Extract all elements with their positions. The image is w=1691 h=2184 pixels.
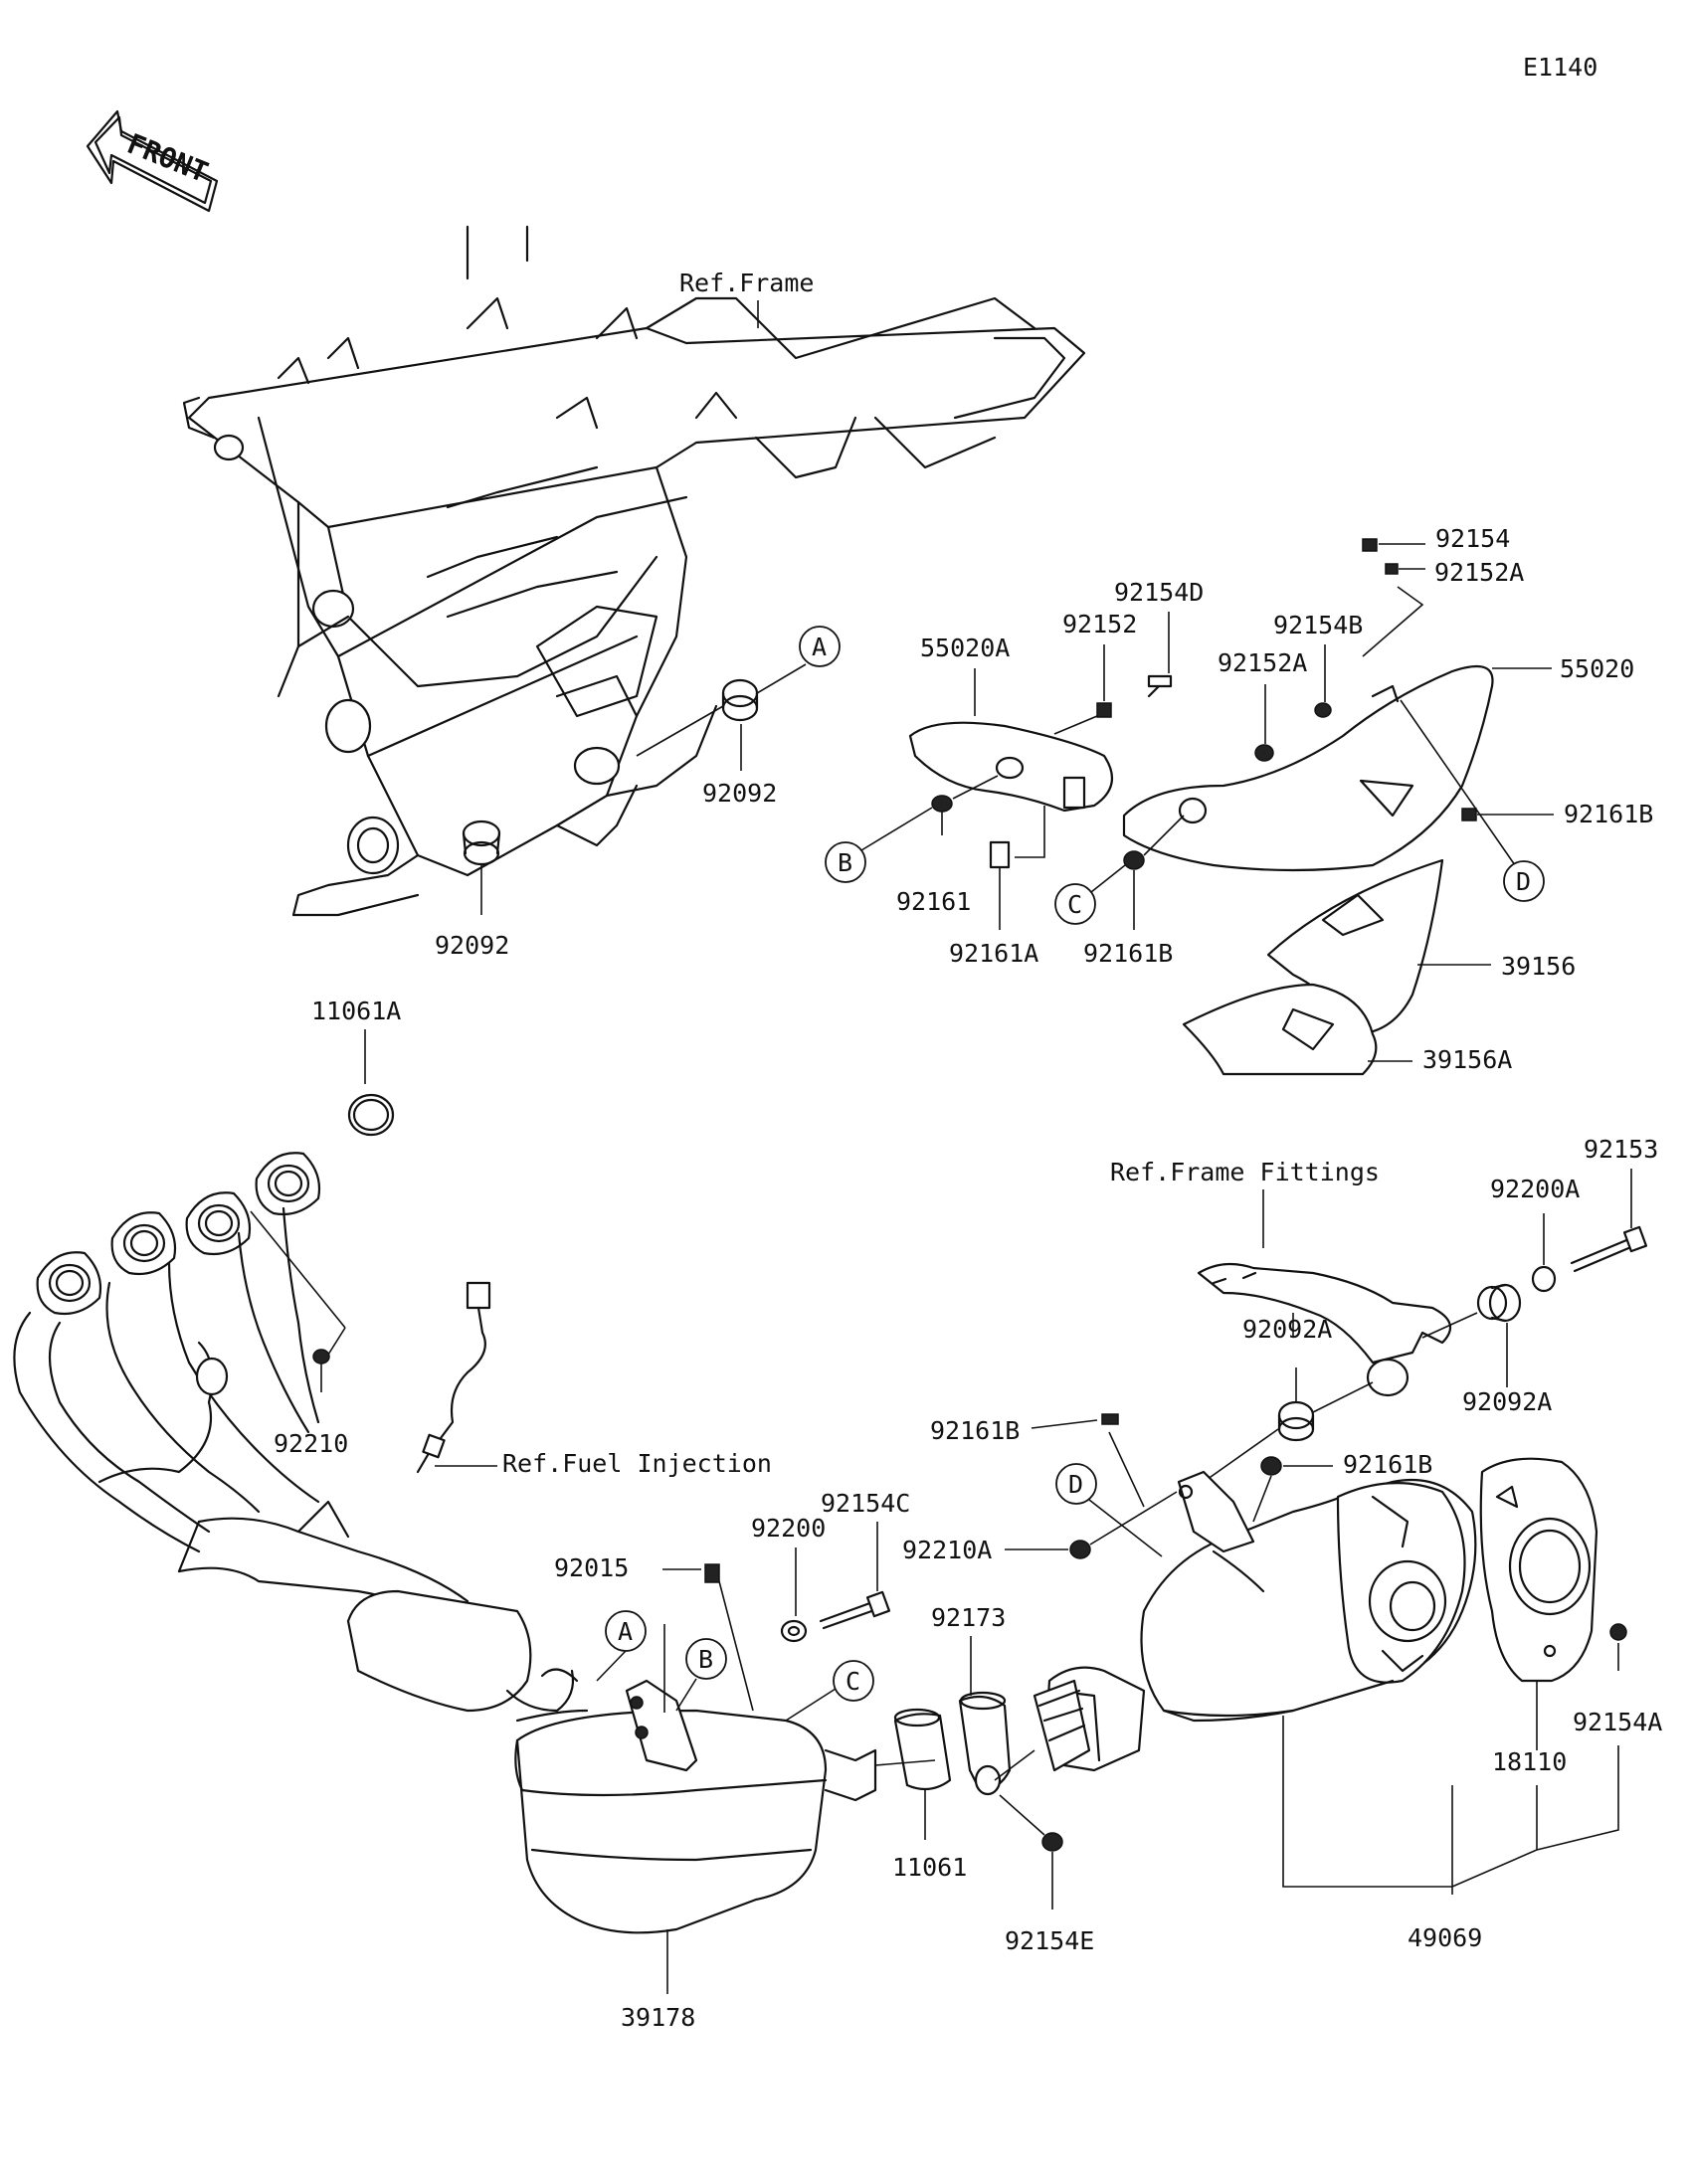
callout-d-upper — [1503, 860, 1545, 902]
diagram-code: E1140 — [1523, 53, 1597, 82]
part-11061A: 11061A — [311, 997, 401, 1025]
callout-d-lower — [1055, 1463, 1097, 1505]
part-55020A: 55020A — [920, 634, 1010, 662]
bolt-92154E-icon — [1041, 1832, 1063, 1852]
frame-fittings-bracket — [1197, 1262, 1452, 1397]
washer-92200-icon — [780, 1619, 808, 1643]
part-92161: 92161 — [896, 887, 971, 916]
heat-guard-55020 — [1122, 664, 1494, 872]
part-92092A-left: 92092A — [1242, 1315, 1332, 1344]
part-92092A-right: 92092A — [1462, 1387, 1552, 1416]
collar-92092A-right-icon — [1476, 1283, 1522, 1323]
callout-a-upper — [799, 626, 841, 667]
part-92154C: 92154C — [821, 1489, 910, 1518]
part-92092-lower: 92092 — [435, 931, 509, 960]
sleeve-11061-icon — [893, 1708, 952, 1791]
callout-c-lower — [833, 1660, 874, 1702]
callout-c-upper — [1054, 883, 1096, 925]
part-49069: 49069 — [1408, 1923, 1482, 1952]
part-92161B-mid: 92161B — [1083, 939, 1173, 968]
bolt-92154C-icon — [819, 1590, 891, 1630]
callout-a-upper-label: A — [812, 633, 827, 661]
callout-c-upper-label: C — [1067, 890, 1082, 919]
bolt-92152-icon — [1096, 702, 1112, 718]
bolt-92154D-icon — [1147, 674, 1173, 698]
part-92200A: 92200A — [1490, 1175, 1580, 1203]
part-92015: 92015 — [554, 1553, 629, 1582]
clamp-92173-icon — [958, 1691, 1012, 1796]
part-92200: 92200 — [751, 1514, 826, 1543]
callout-a-lower-label: A — [618, 1617, 633, 1646]
part-39156A: 39156A — [1422, 1045, 1512, 1074]
part-55020: 55020 — [1560, 654, 1634, 683]
collar-92092-lower-icon — [462, 819, 501, 866]
part-39156: 39156 — [1501, 952, 1576, 981]
part-92152A-top: 92152A — [1434, 558, 1524, 587]
frame-drawing — [182, 225, 1086, 917]
pad-92161A-icon — [989, 840, 1011, 869]
part-92173: 92173 — [931, 1603, 1006, 1632]
part-92161B-low2: 92161B — [1343, 1450, 1432, 1479]
nut-92161B-low2-icon — [1260, 1456, 1282, 1476]
part-92152: 92152 — [1062, 610, 1137, 638]
callout-b-lower — [685, 1638, 727, 1680]
ref-frame-fittings-label: Ref.Frame Fittings — [1110, 1158, 1380, 1186]
part-92092-upper: 92092 — [702, 779, 777, 808]
bolt-92154A-icon — [1609, 1623, 1627, 1641]
clip-92015-icon — [704, 1563, 720, 1583]
exhaust-header-pipes — [13, 1152, 579, 1713]
front-arrow-icon: FRONT — [86, 109, 219, 213]
cover-18110 — [1479, 1457, 1598, 1683]
part-92161B-low: 92161B — [930, 1416, 1020, 1445]
grommet-92152A-top-icon — [1385, 563, 1399, 575]
callout-b-lower-label: B — [698, 1645, 713, 1674]
part-18110: 18110 — [1492, 1747, 1567, 1776]
nut-92161B-right-icon — [1461, 808, 1477, 821]
nut-92161B-low-icon — [1101, 1413, 1119, 1425]
part-92161B-right: 92161B — [1564, 800, 1653, 828]
part-92154B: 92154B — [1273, 611, 1363, 639]
callout-d-upper-label: D — [1516, 867, 1531, 896]
pre-chamber-39178 — [514, 1679, 877, 1934]
nut-92161B-mid-icon — [1123, 850, 1145, 870]
silencer-inlet-pipe — [1033, 1679, 1091, 1772]
part-92161A: 92161A — [949, 939, 1038, 968]
nut-92161-icon — [931, 795, 953, 813]
screw-92154-icon — [1362, 538, 1378, 552]
callout-c-lower-label: C — [846, 1667, 860, 1696]
part-92154: 92154 — [1435, 524, 1510, 553]
o2-sensor-icon — [416, 1281, 491, 1474]
part-11061: 11061 — [892, 1853, 967, 1882]
washer-92200A-icon — [1531, 1265, 1557, 1293]
screw-92154B-icon — [1314, 702, 1332, 718]
nut-92210A-icon — [1069, 1540, 1091, 1559]
nut-92210-icon — [312, 1349, 330, 1365]
callout-d-lower-label: D — [1068, 1470, 1083, 1499]
part-92210A: 92210A — [902, 1536, 992, 1564]
collar-92092-upper-icon — [721, 678, 759, 722]
part-92210: 92210 — [274, 1429, 348, 1458]
ref-frame-label: Ref.Frame — [679, 269, 814, 297]
part-39178: 39178 — [621, 2003, 695, 2032]
gasket-11061A-icon — [347, 1093, 395, 1137]
ref-fuel-injection-label: Ref.Fuel Injection — [502, 1449, 772, 1478]
heat-shield-39156A — [1182, 983, 1378, 1076]
part-92152A: 92152A — [1218, 648, 1307, 677]
part-92154D: 92154D — [1114, 578, 1204, 607]
grommet-92152A-icon — [1254, 744, 1274, 762]
part-92154A: 92154A — [1573, 1708, 1662, 1736]
collar-92092A-left-icon — [1277, 1400, 1315, 1442]
part-92154E: 92154E — [1005, 1926, 1094, 1955]
bolt-92153-icon — [1570, 1225, 1648, 1273]
callout-b-upper-label: B — [838, 848, 852, 877]
callout-b-upper — [825, 841, 866, 883]
muffler-body — [1046, 1470, 1477, 1772]
part-92153: 92153 — [1584, 1135, 1658, 1164]
